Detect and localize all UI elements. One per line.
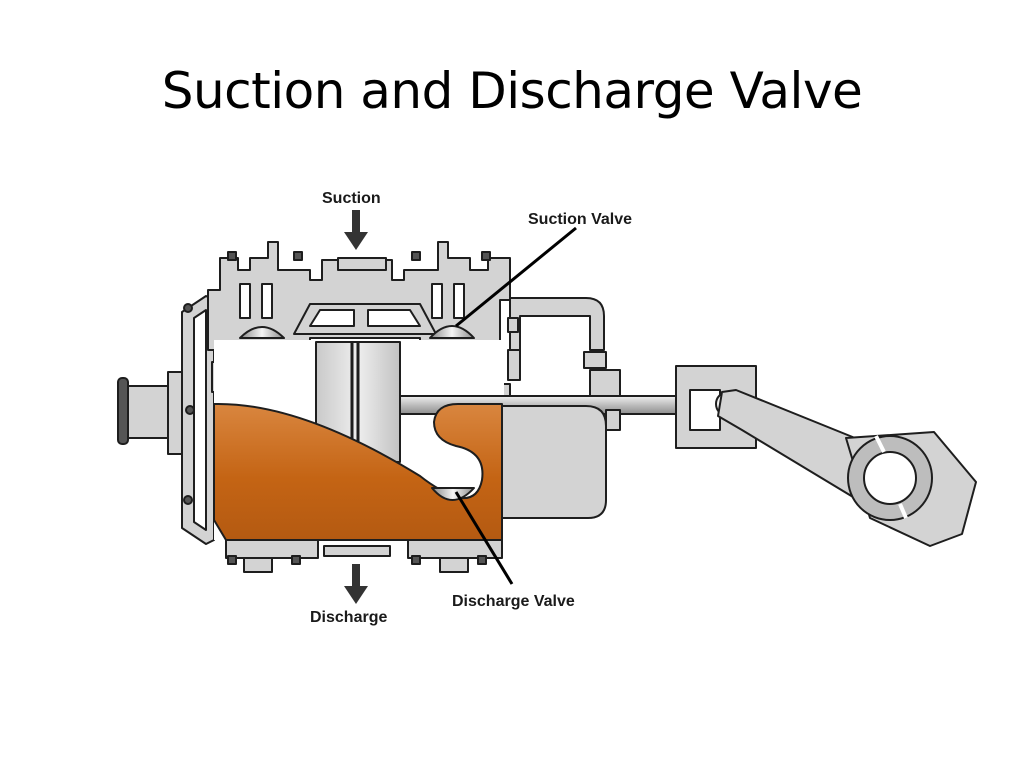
label-discharge: Discharge [310,609,387,626]
handwheel [117,371,183,455]
crosshead-housing [501,405,607,519]
top-casing [207,241,511,363]
slide-title: Suction and Discharge Valve [161,62,863,120]
crank-big-end [845,431,977,547]
discharge-valve-leader [454,491,514,585]
discharge-valve [431,487,475,501]
suction-arrow [344,210,368,250]
bottom-casing [225,539,503,573]
suction-valve-leader [455,226,577,328]
suction-valve-left [239,326,285,339]
compressed-gas-region [213,402,503,541]
suction-valve-right [429,325,475,339]
label-suction-valve: Suction Valve [528,211,632,228]
discharge-arrow [344,564,368,604]
label-suction: Suction [322,190,381,207]
head-cover [181,295,215,545]
label-discharge-valve: Discharge Valve [452,593,575,610]
